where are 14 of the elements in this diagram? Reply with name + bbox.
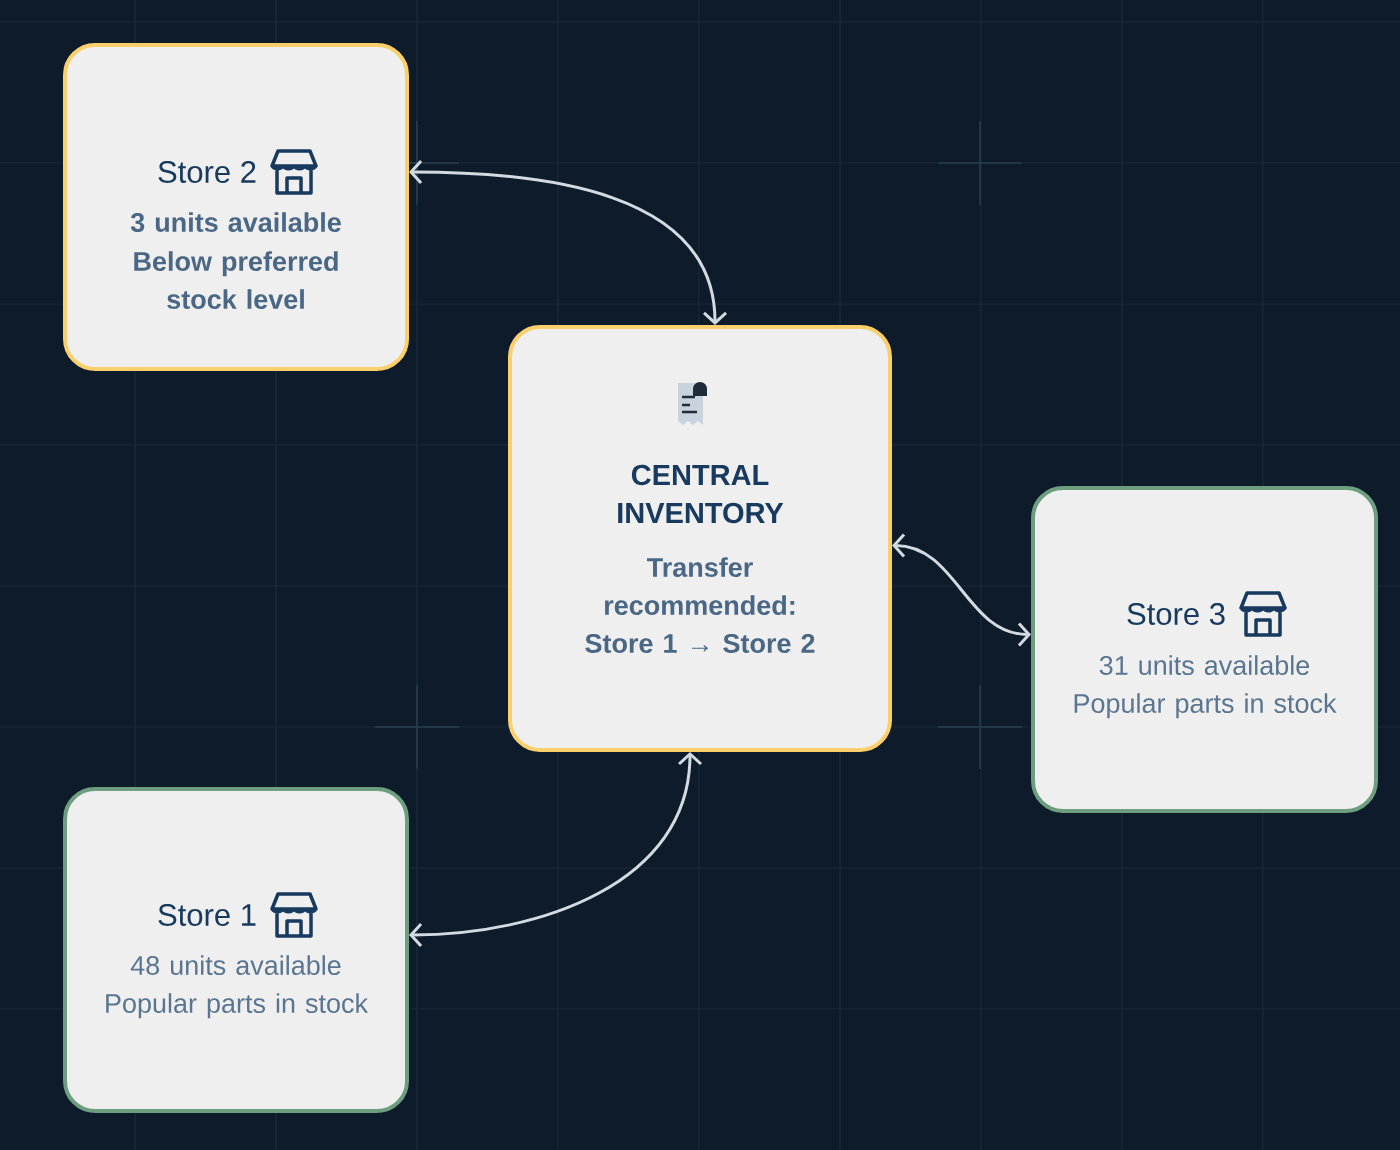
store-status: Popular parts in stock <box>1074 693 1337 719</box>
arrow <box>892 533 1031 647</box>
arrow <box>409 752 702 947</box>
store-status: 31 units available <box>1099 655 1310 675</box>
store-status: 3 units available <box>130 212 341 233</box>
inventory-title: CENTRAL INVENTORY <box>618 464 784 524</box>
arrow <box>409 159 727 325</box>
store-status: 48 units available <box>130 955 341 975</box>
store-title: Store 1 <box>158 904 256 926</box>
transfer-note: Transfer recommended: Store 1 → Store 2 <box>585 557 815 653</box>
store-title: Store 3 <box>1127 603 1225 625</box>
store-status: Popular parts in stock <box>106 993 369 1019</box>
store-status: Below preferred stock level <box>134 251 338 309</box>
store-title: Store 2 <box>158 161 256 183</box>
